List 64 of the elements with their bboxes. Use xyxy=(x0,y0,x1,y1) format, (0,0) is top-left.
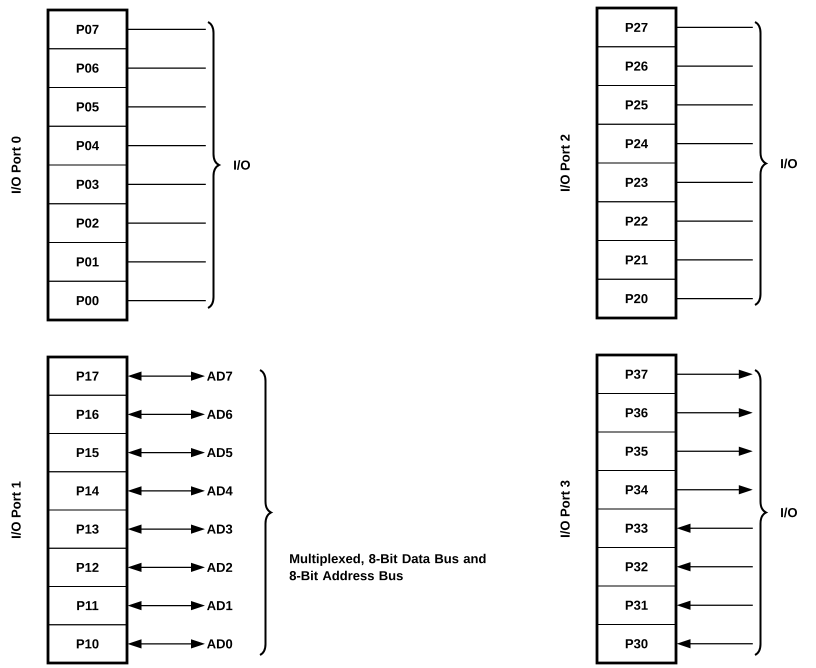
pin-line xyxy=(676,220,753,222)
signal-name: AD6 xyxy=(207,410,232,419)
pin-line xyxy=(128,184,206,185)
brace-label: I/O xyxy=(781,158,797,168)
pin-cell: P11 xyxy=(48,586,128,626)
pin-line xyxy=(128,68,206,69)
pin-cell: P17 xyxy=(48,356,128,396)
pin-line xyxy=(676,298,753,300)
pin-cell: P27 xyxy=(596,8,676,48)
brace-label: Multiplexed, 8-Bit Data Bus and 8-Bit Address Bus xyxy=(290,554,486,580)
pin-cell: P32 xyxy=(596,547,676,586)
pin-cell: P25 xyxy=(596,85,676,125)
pin-cell: P13 xyxy=(48,510,128,549)
pin-cell: P34 xyxy=(596,470,676,510)
pin-cell: P05 xyxy=(48,87,128,127)
pin-cell: P03 xyxy=(48,164,128,204)
brace-label: I/O xyxy=(781,508,797,518)
pin-cell: P14 xyxy=(48,471,128,510)
signal-name: AD5 xyxy=(207,448,232,458)
pin-cell: P15 xyxy=(48,433,128,472)
signal-name: AD1 xyxy=(207,601,232,610)
pin-cell: P12 xyxy=(48,548,128,587)
signal-name: AD3 xyxy=(207,524,232,534)
pin-cell: P06 xyxy=(48,48,128,88)
signal-name: AD2 xyxy=(207,562,232,572)
pin-line xyxy=(676,26,753,28)
pin-line xyxy=(128,106,206,108)
pin-cell: P20 xyxy=(596,278,676,318)
signal-name: AD7 xyxy=(207,372,232,381)
pin-line xyxy=(676,259,753,260)
port-label: I/O Port 1 xyxy=(11,481,21,538)
port-label: I/O Port 3 xyxy=(560,480,570,538)
pin-cell: P16 xyxy=(48,394,128,434)
port-label: I/O Port 2 xyxy=(560,134,570,192)
signal-name: AD0 xyxy=(207,639,232,648)
pin-cell: P30 xyxy=(596,624,676,664)
pin-cell: P02 xyxy=(48,203,128,243)
pin-line xyxy=(128,28,206,30)
pin-cell: P35 xyxy=(596,432,676,471)
pin-cell: P01 xyxy=(48,242,128,282)
pin-cell: P26 xyxy=(596,46,676,86)
pin-cell: P07 xyxy=(48,10,128,50)
brace-label: I/O xyxy=(234,160,250,170)
pin-cell: P00 xyxy=(48,280,128,320)
pin-cell: P24 xyxy=(596,124,676,164)
pin-cell: P22 xyxy=(596,201,676,241)
pin-line xyxy=(128,261,206,262)
pin-line xyxy=(676,143,753,144)
pin-cell: P04 xyxy=(48,126,128,166)
pin-line xyxy=(128,300,206,302)
pin-line xyxy=(676,182,753,183)
pin-cell: P31 xyxy=(596,586,676,625)
pin-cell: P10 xyxy=(48,624,128,664)
pin-cell: P37 xyxy=(596,354,676,394)
pin-cell: P21 xyxy=(596,240,676,280)
signal-name: AD4 xyxy=(207,486,233,496)
port-label: I/O Port 0 xyxy=(11,136,21,194)
pin-line xyxy=(676,104,753,106)
pin-cell: P36 xyxy=(596,393,676,432)
pin-line xyxy=(676,66,753,67)
pin-line xyxy=(128,222,206,224)
pin-line xyxy=(128,145,206,146)
pin-cell: P23 xyxy=(596,162,676,202)
pin-cell: P33 xyxy=(596,508,676,548)
